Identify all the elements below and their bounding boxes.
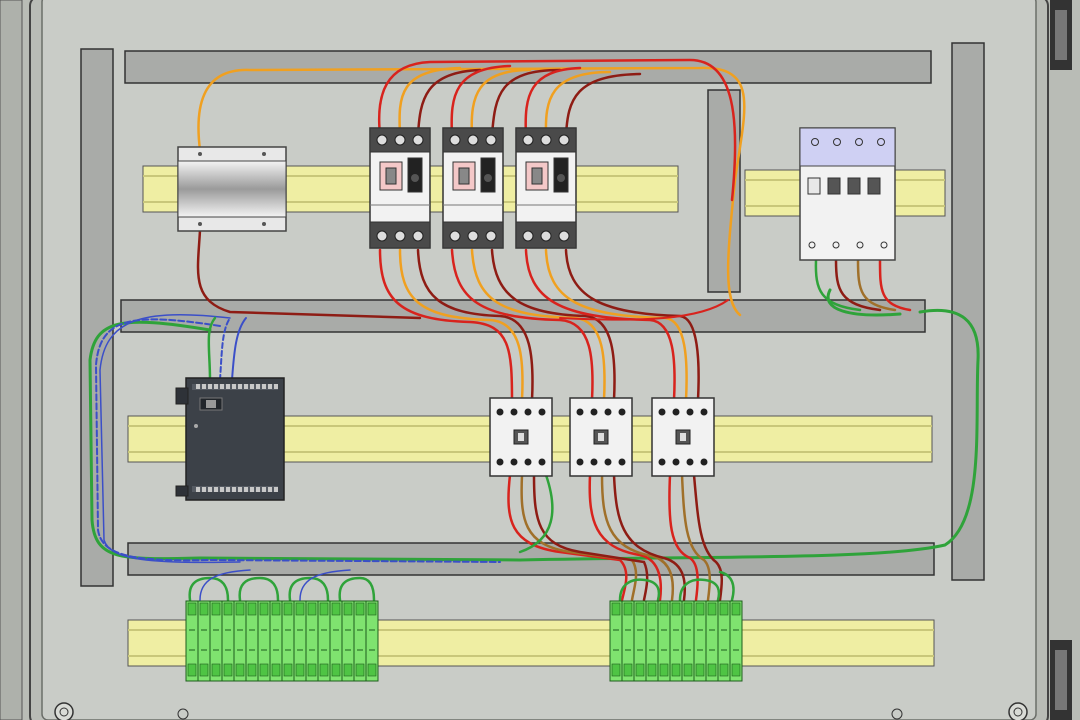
terminal-block: [633, 600, 647, 682]
motor-breaker-1: [369, 127, 431, 249]
terminal-block: [221, 600, 235, 682]
terminal-block: [245, 600, 259, 682]
terminal-block: [197, 600, 211, 682]
terminal-block: [257, 600, 271, 682]
mounting-screw-bottom-left: [54, 702, 74, 720]
plc-pin: [256, 487, 260, 492]
terminal-block: [681, 600, 695, 682]
terminal-block: [317, 600, 331, 682]
motor-breakers-group: [369, 127, 577, 249]
plc-pin: [226, 487, 230, 492]
contactor-2: [569, 397, 633, 477]
terminal-block: [185, 600, 199, 682]
terminal-block: [693, 600, 707, 682]
wire-bundle-ground-loop: [88, 288, 980, 564]
wire-duct-top: [124, 50, 932, 84]
mounting-screw-bottom-right: [1008, 702, 1028, 720]
enclosure-inner-border: [29, 0, 1049, 720]
plc-pin: [274, 487, 278, 492]
door-hinge-bottom: [1050, 640, 1072, 720]
plc-logic-module: [175, 377, 285, 501]
plc-pin: [268, 384, 272, 389]
plc-pin: [238, 384, 242, 389]
plc-pin: [208, 384, 212, 389]
terminal-block: [669, 600, 683, 682]
power-supply-unit: [177, 146, 287, 232]
plc-pin: [232, 384, 236, 389]
plc-pin: [226, 384, 230, 389]
mounting-hole: [177, 708, 189, 720]
plc-pin: [256, 384, 260, 389]
plc-pin: [262, 384, 266, 389]
plc-pin: [196, 384, 200, 389]
plc-pin: [232, 487, 236, 492]
door-hinge-top: [1050, 0, 1072, 70]
plc-pin: [238, 487, 242, 492]
terminal-block: [269, 600, 283, 682]
terminal-block: [717, 600, 731, 682]
contactor-1: [489, 397, 553, 477]
terminal-block: [705, 600, 719, 682]
main-switch-4-pole: [799, 127, 896, 261]
terminal-block: [305, 600, 319, 682]
plc-pin: [202, 384, 206, 389]
terminal-block: [365, 600, 379, 682]
terminal-block: [645, 600, 659, 682]
plc-pin: [274, 384, 278, 389]
wire-bundle-power-feed: [196, 58, 746, 320]
plc-pin: [202, 487, 206, 492]
plc-pin: [214, 384, 218, 389]
plc-pin: [250, 487, 254, 492]
enclosure-left-flange: [0, 0, 23, 720]
mounting-hole: [891, 708, 903, 720]
terminal-block: [609, 600, 623, 682]
terminal-block: [209, 600, 223, 682]
wire-bundle-contactor-to-terminals: [507, 473, 735, 602]
terminal-block: [233, 600, 247, 682]
terminal-block: [293, 600, 307, 682]
plc-terminal-pins: [196, 384, 278, 492]
plc-pin: [244, 487, 248, 492]
wire-duct-right: [951, 42, 985, 581]
contactors-group: [489, 397, 715, 477]
plc-pin: [214, 487, 218, 492]
plc-pin: [220, 384, 224, 389]
plc-pin: [244, 384, 248, 389]
terminal-block: [729, 600, 743, 682]
terminal-block: [657, 600, 671, 682]
plc-pin: [208, 487, 212, 492]
terminal-block: [341, 600, 355, 682]
terminal-block-strip-left: [185, 600, 379, 682]
plc-pin: [250, 384, 254, 389]
wire-bundle-breaker-to-contactor: [378, 248, 912, 402]
plc-pin: [268, 487, 272, 492]
terminal-block: [329, 600, 343, 682]
terminal-block-strip-right: [609, 600, 743, 682]
terminal-block: [621, 600, 635, 682]
terminal-block: [281, 600, 295, 682]
plc-pin: [196, 487, 200, 492]
motor-breaker-2: [442, 127, 504, 249]
contactor-3: [651, 397, 715, 477]
motor-breaker-3: [515, 127, 577, 249]
terminal-block: [353, 600, 367, 682]
plc-pin: [262, 487, 266, 492]
plc-pin: [220, 487, 224, 492]
wire-bundle-plc-to-terminals: [188, 316, 721, 602]
